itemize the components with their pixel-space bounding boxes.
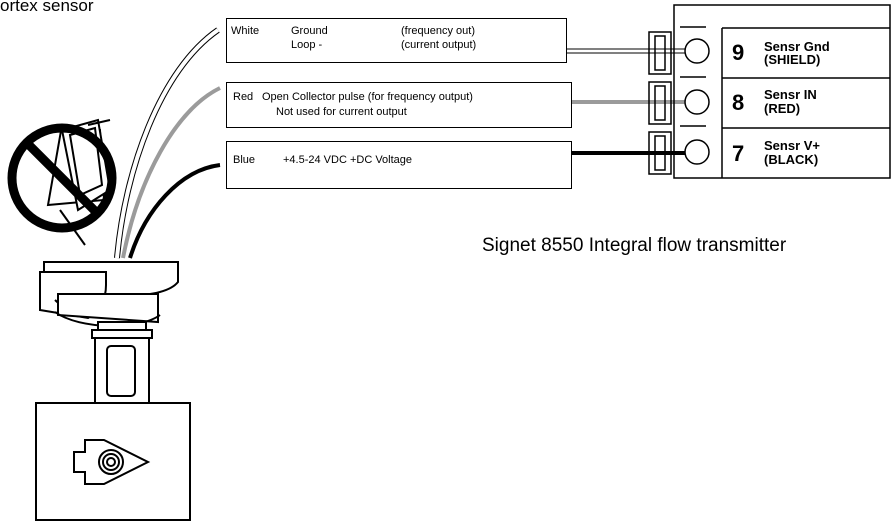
white-wire-to-terminal	[564, 48, 688, 54]
blue-wire-box: Blue +4.5-24 VDC +DC Voltage	[226, 141, 572, 189]
white-wire-box: White Ground (frequency out) Loop - (cur…	[226, 18, 567, 63]
prohibited-symbol	[7, 118, 117, 246]
terminal-wires	[564, 48, 688, 155]
white-wire-color-name: White	[231, 25, 260, 37]
terminal-9-name: Sensr Gnd	[764, 39, 830, 54]
red-wire	[121, 86, 221, 259]
red-wire-line1: Open Collector pulse (for frequency outp…	[262, 91, 473, 103]
sensor-body	[35, 261, 191, 521]
sensor-wires	[114, 27, 221, 259]
terminal-9-number: 9	[732, 40, 745, 65]
transmitter-caption: Signet 8550 Integral flow transmitter	[482, 235, 787, 256]
terminal-7-name: Sensr V+	[764, 138, 821, 153]
red-wire-color-name: Red	[233, 91, 254, 103]
white-wire-line1-left: Ground	[291, 25, 328, 37]
blue-wire-line1: +4.5-24 VDC +DC Voltage	[283, 154, 413, 166]
terminal-7-sub: (BLACK)	[764, 152, 819, 167]
white-wire-line2-left: Loop -	[291, 39, 323, 51]
blue-wire-color-name: Blue	[233, 154, 256, 166]
terminal-8-name: Sensr IN	[764, 87, 817, 102]
sensor-title: ortex sensor	[0, 0, 94, 15]
terminal-8-sub: (RED)	[764, 101, 801, 116]
white-wire	[115, 28, 220, 259]
blue-wire	[128, 163, 221, 259]
red-wire-line2: Not used for current output	[276, 106, 407, 118]
terminal-7-number: 7	[732, 141, 745, 166]
terminal-block	[648, 4, 891, 179]
white-wire-line2-right: (current output)	[401, 39, 477, 51]
terminal-8-number: 8	[732, 90, 745, 115]
terminal-9-sub: (SHIELD)	[764, 52, 821, 67]
white-wire-line1-right: (frequency out)	[401, 25, 475, 37]
red-wire-box: Red Open Collector pulse (for frequency …	[226, 82, 572, 128]
